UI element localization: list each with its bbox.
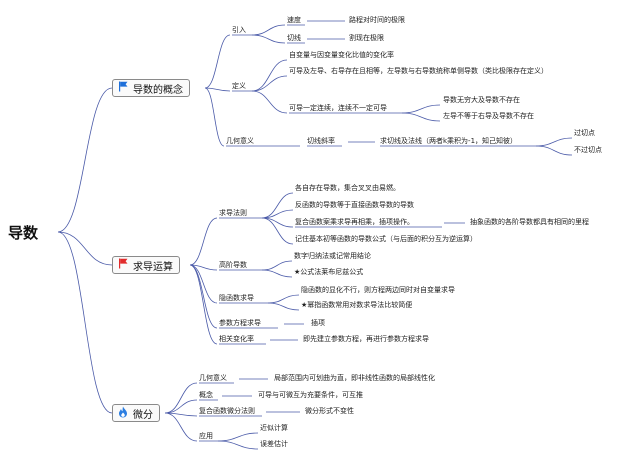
node-rule-chain[interactable]: 复合函数案乘求导再相乘，插项操作。 [295, 218, 414, 226]
node-implicit-log[interactable]: ★幂指函数常用对数求导法比较简便 [301, 301, 413, 309]
node-geometry[interactable]: 几何意义 [226, 137, 254, 145]
node-rule-inverse[interactable]: 反函数的导数等于直接函数导数的导数 [295, 201, 414, 209]
root-topic[interactable]: 导数 [8, 224, 39, 242]
connector-60 [217, 432, 259, 442]
node-higher-induction[interactable]: 数字归纳法或记常用结论 [294, 252, 371, 260]
connector-17 [189, 264, 218, 345]
node-velocity-limit[interactable]: 路程对时间的极限 [349, 16, 405, 24]
connector-9 [189, 217, 218, 266]
node-parametric-insert[interactable]: 插项 [311, 319, 325, 327]
connector-3 [204, 34, 231, 89]
node-diff-invariance[interactable]: 微分形式不变性 [305, 407, 354, 415]
connector-43 [535, 137, 573, 147]
connector-21 [164, 399, 198, 414]
node-through-point[interactable]: 过切点 [574, 129, 595, 137]
blue-flag-icon [118, 81, 128, 95]
red-flag-icon [118, 258, 128, 272]
node-diff-linearize[interactable]: 局部范围内可划曲为直，即非线性函数的局部线性化 [274, 374, 435, 382]
branch-differential-label: 微分 [133, 409, 153, 421]
node-rule-abstract[interactable]: 抽象函数的各阶导数都具有相同的里程 [470, 218, 589, 226]
node-diff-equiv[interactable]: 可导与可微互为充要条件，可互推 [258, 391, 363, 399]
connector-45 [261, 192, 294, 219]
node-diff-error[interactable]: 误差估计 [260, 440, 288, 448]
branch-concept[interactable]: 导数的概念 [112, 79, 190, 97]
connector-25 [164, 412, 198, 442]
node-rule-basic[interactable]: 记住基本初等函数的导数公式（与后面的积分互为逆运算） [295, 235, 477, 243]
node-tangent[interactable]: 切线 [287, 34, 301, 42]
node-def-rate[interactable]: 自变量与因变量变化比值的变化率 [289, 51, 394, 59]
connector-0 [57, 87, 113, 233]
node-def-unequal[interactable]: 左导不等于右导及导数不存在 [443, 112, 534, 120]
node-diff-concept[interactable]: 概念 [199, 391, 213, 399]
connector-61 [217, 440, 259, 450]
node-higher-leibniz[interactable]: ★公式法莱布尼兹公式 [294, 268, 364, 276]
node-parametric[interactable]: 参数方程求导 [219, 319, 261, 327]
connector-5 [204, 87, 231, 92]
branch-differential[interactable]: 微分 [112, 404, 160, 422]
node-slope[interactable]: 切线斜率 [307, 137, 335, 145]
node-def-continuity[interactable]: 可导一定连续，连续不一定可导 [289, 104, 387, 112]
connector-15 [189, 264, 218, 329]
node-implicit[interactable]: 隐函数求导 [219, 294, 254, 302]
connector-1 [57, 231, 113, 266]
node-intro[interactable]: 引入 [232, 26, 246, 34]
connector-51 [261, 260, 293, 271]
node-implicit-both[interactable]: 隐函数的显化不行，则方程两边同时对自变量求导 [301, 286, 455, 294]
connector-7 [204, 87, 225, 147]
branch-concept-label: 导数的概念 [133, 84, 183, 96]
connector-2 [57, 231, 113, 414]
node-rules[interactable]: 求导法则 [219, 209, 247, 217]
node-rule-exist[interactable]: 各自存在导数，集合叉叉由易燃。 [295, 184, 400, 192]
connector-19 [164, 382, 198, 414]
connector-23 [164, 412, 198, 417]
node-diff-composite[interactable]: 复合函数微分法则 [199, 407, 255, 415]
connector-52 [261, 269, 293, 278]
node-diff-geometry[interactable]: 几何意义 [199, 374, 227, 382]
node-velocity[interactable]: 速度 [287, 16, 301, 24]
connector-34 [251, 75, 288, 92]
connector-46 [261, 209, 294, 219]
node-definition[interactable]: 定义 [232, 82, 246, 90]
connector-11 [189, 264, 218, 271]
node-related-method[interactable]: 即先建立参数方程，再进行参数方程求导 [303, 335, 429, 343]
connector-35 [251, 90, 288, 114]
node-def-onesided[interactable]: 可导及左导、右导存在且相等，左导数与右导数统称单侧导数（类比极限存在定义） [289, 67, 548, 75]
connector-38 [401, 112, 441, 122]
connector-33 [251, 59, 288, 92]
node-not-through-point[interactable]: 不过切点 [574, 146, 602, 154]
fire-drop-icon [118, 406, 128, 421]
node-higher[interactable]: 高阶导数 [219, 261, 247, 269]
node-diff-approx[interactable]: 近似计算 [260, 424, 288, 432]
connector-53 [267, 294, 300, 304]
branch-derivation[interactable]: 求导运算 [112, 256, 180, 274]
node-related-rates[interactable]: 相关变化率 [219, 335, 254, 343]
connector-54 [267, 302, 300, 311]
node-normal[interactable]: 求切线及法线（两者k乘积为-1，知己知彼） [380, 137, 518, 145]
connector-37 [401, 104, 441, 114]
connector-44 [535, 145, 573, 156]
branch-derivation-label: 求导运算 [133, 261, 173, 273]
node-def-infinite[interactable]: 导数无穷大及导数不存在 [443, 96, 520, 104]
node-diff-application[interactable]: 应用 [199, 432, 213, 440]
connector-27 [251, 24, 286, 36]
connector-48 [261, 217, 294, 245]
node-secant-limit[interactable]: 割现在极限 [349, 34, 384, 42]
connector-30 [251, 34, 286, 44]
